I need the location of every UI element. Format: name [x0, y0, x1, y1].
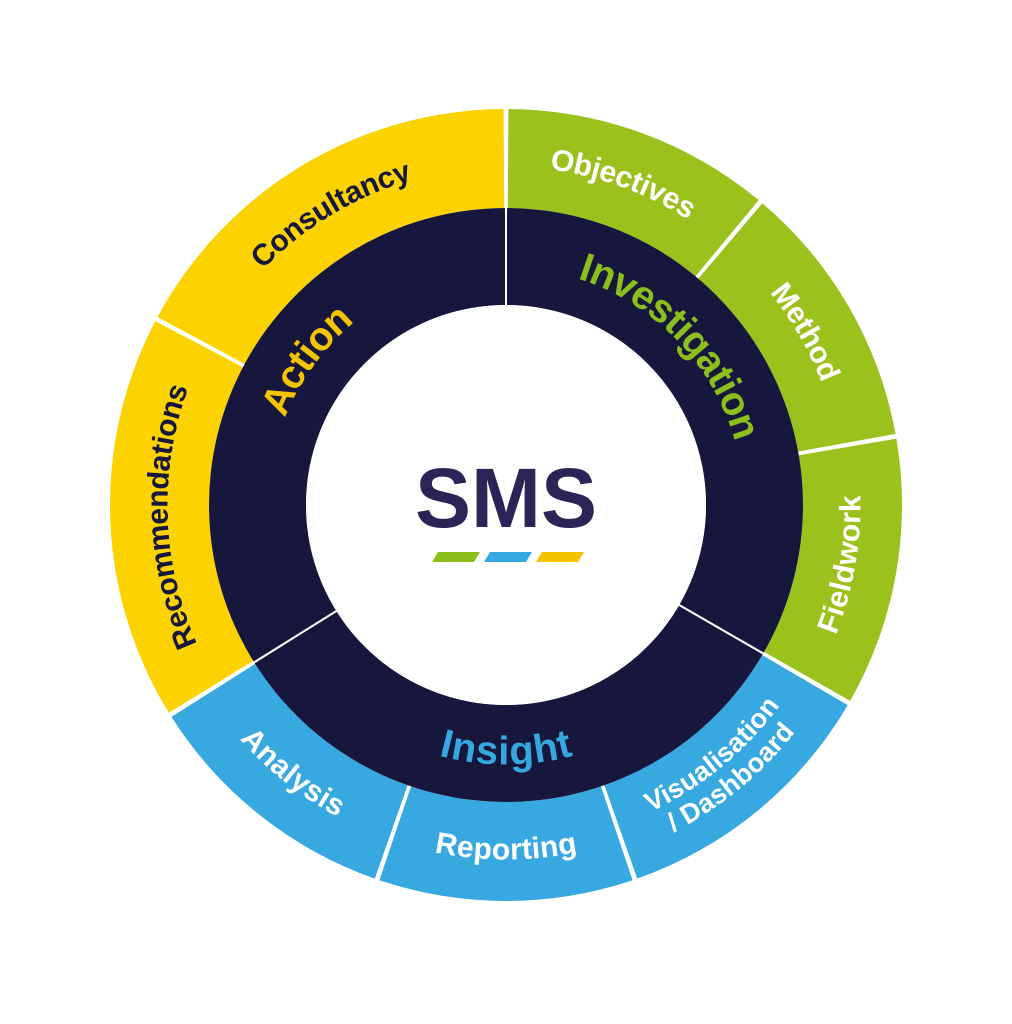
segment-recommendations	[110, 321, 254, 713]
phase-action	[208, 208, 506, 662]
center-color-bars	[432, 552, 584, 562]
center-bar-1	[432, 552, 480, 562]
center-circle	[306, 305, 706, 705]
phase-label-insight: Insight	[436, 721, 575, 773]
phase-investigation	[506, 208, 803, 653]
segment-fieldwork	[764, 438, 902, 701]
center-hub: SMS	[306, 305, 706, 705]
segment-visualisation-dashboard	[604, 655, 848, 879]
segment-reporting	[379, 786, 633, 901]
segment-method	[698, 203, 896, 452]
segment-objectives	[507, 109, 759, 277]
segment-analysis	[171, 663, 408, 879]
center-title: SMS	[415, 451, 597, 545]
center-bar-2	[484, 552, 532, 562]
center-bar-3	[536, 552, 584, 562]
phase-insight	[254, 605, 763, 802]
phase-divider	[253, 610, 337, 664]
segment-consultancy	[157, 109, 505, 364]
phase-divider	[678, 604, 764, 655]
